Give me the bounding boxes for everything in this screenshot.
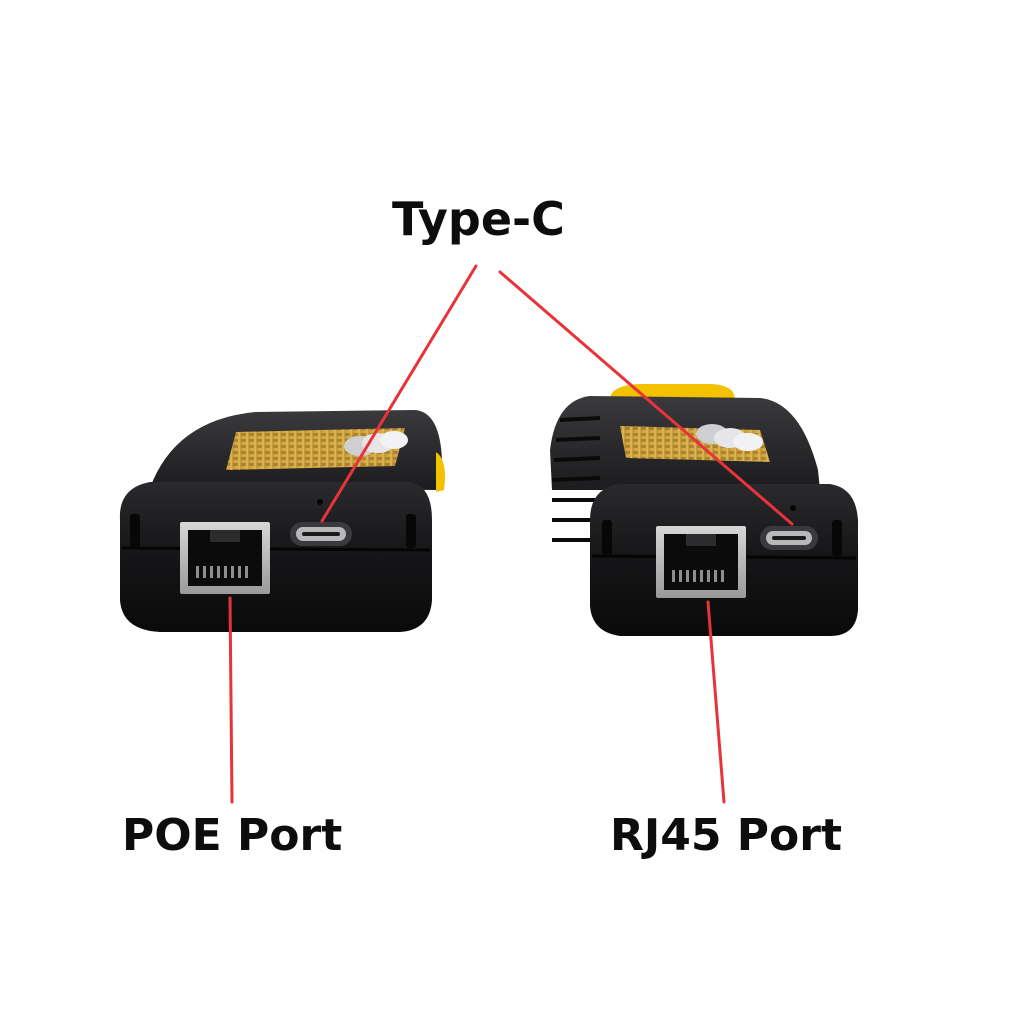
usb-c-port-icon xyxy=(290,522,352,546)
right-tester-unit xyxy=(550,384,858,636)
left-unit-front-face xyxy=(119,482,432,632)
poe-port-label: POE Port xyxy=(122,810,343,861)
led-hole-icon xyxy=(790,505,796,511)
left-unit-yellow-grip xyxy=(436,452,445,492)
poe-callout-line xyxy=(228,596,234,804)
typec-right-callout-line xyxy=(498,270,794,526)
typec-left-callout-line xyxy=(320,264,478,523)
right-unit-buttons xyxy=(696,424,763,451)
right-unit-ribs xyxy=(551,416,601,542)
rj45-port-label: RJ45 Port xyxy=(610,810,843,861)
usb-c-port-icon xyxy=(760,526,818,550)
led-hole-icon xyxy=(317,499,323,505)
rj45-callout-line xyxy=(706,600,726,804)
left-unit-buttons xyxy=(344,431,408,456)
type-c-label: Type-C xyxy=(392,192,565,246)
rj45-port-icon xyxy=(180,522,270,594)
left-tester-unit xyxy=(119,410,445,632)
callout-lines xyxy=(228,264,794,804)
rj45-port-icon xyxy=(656,526,746,598)
